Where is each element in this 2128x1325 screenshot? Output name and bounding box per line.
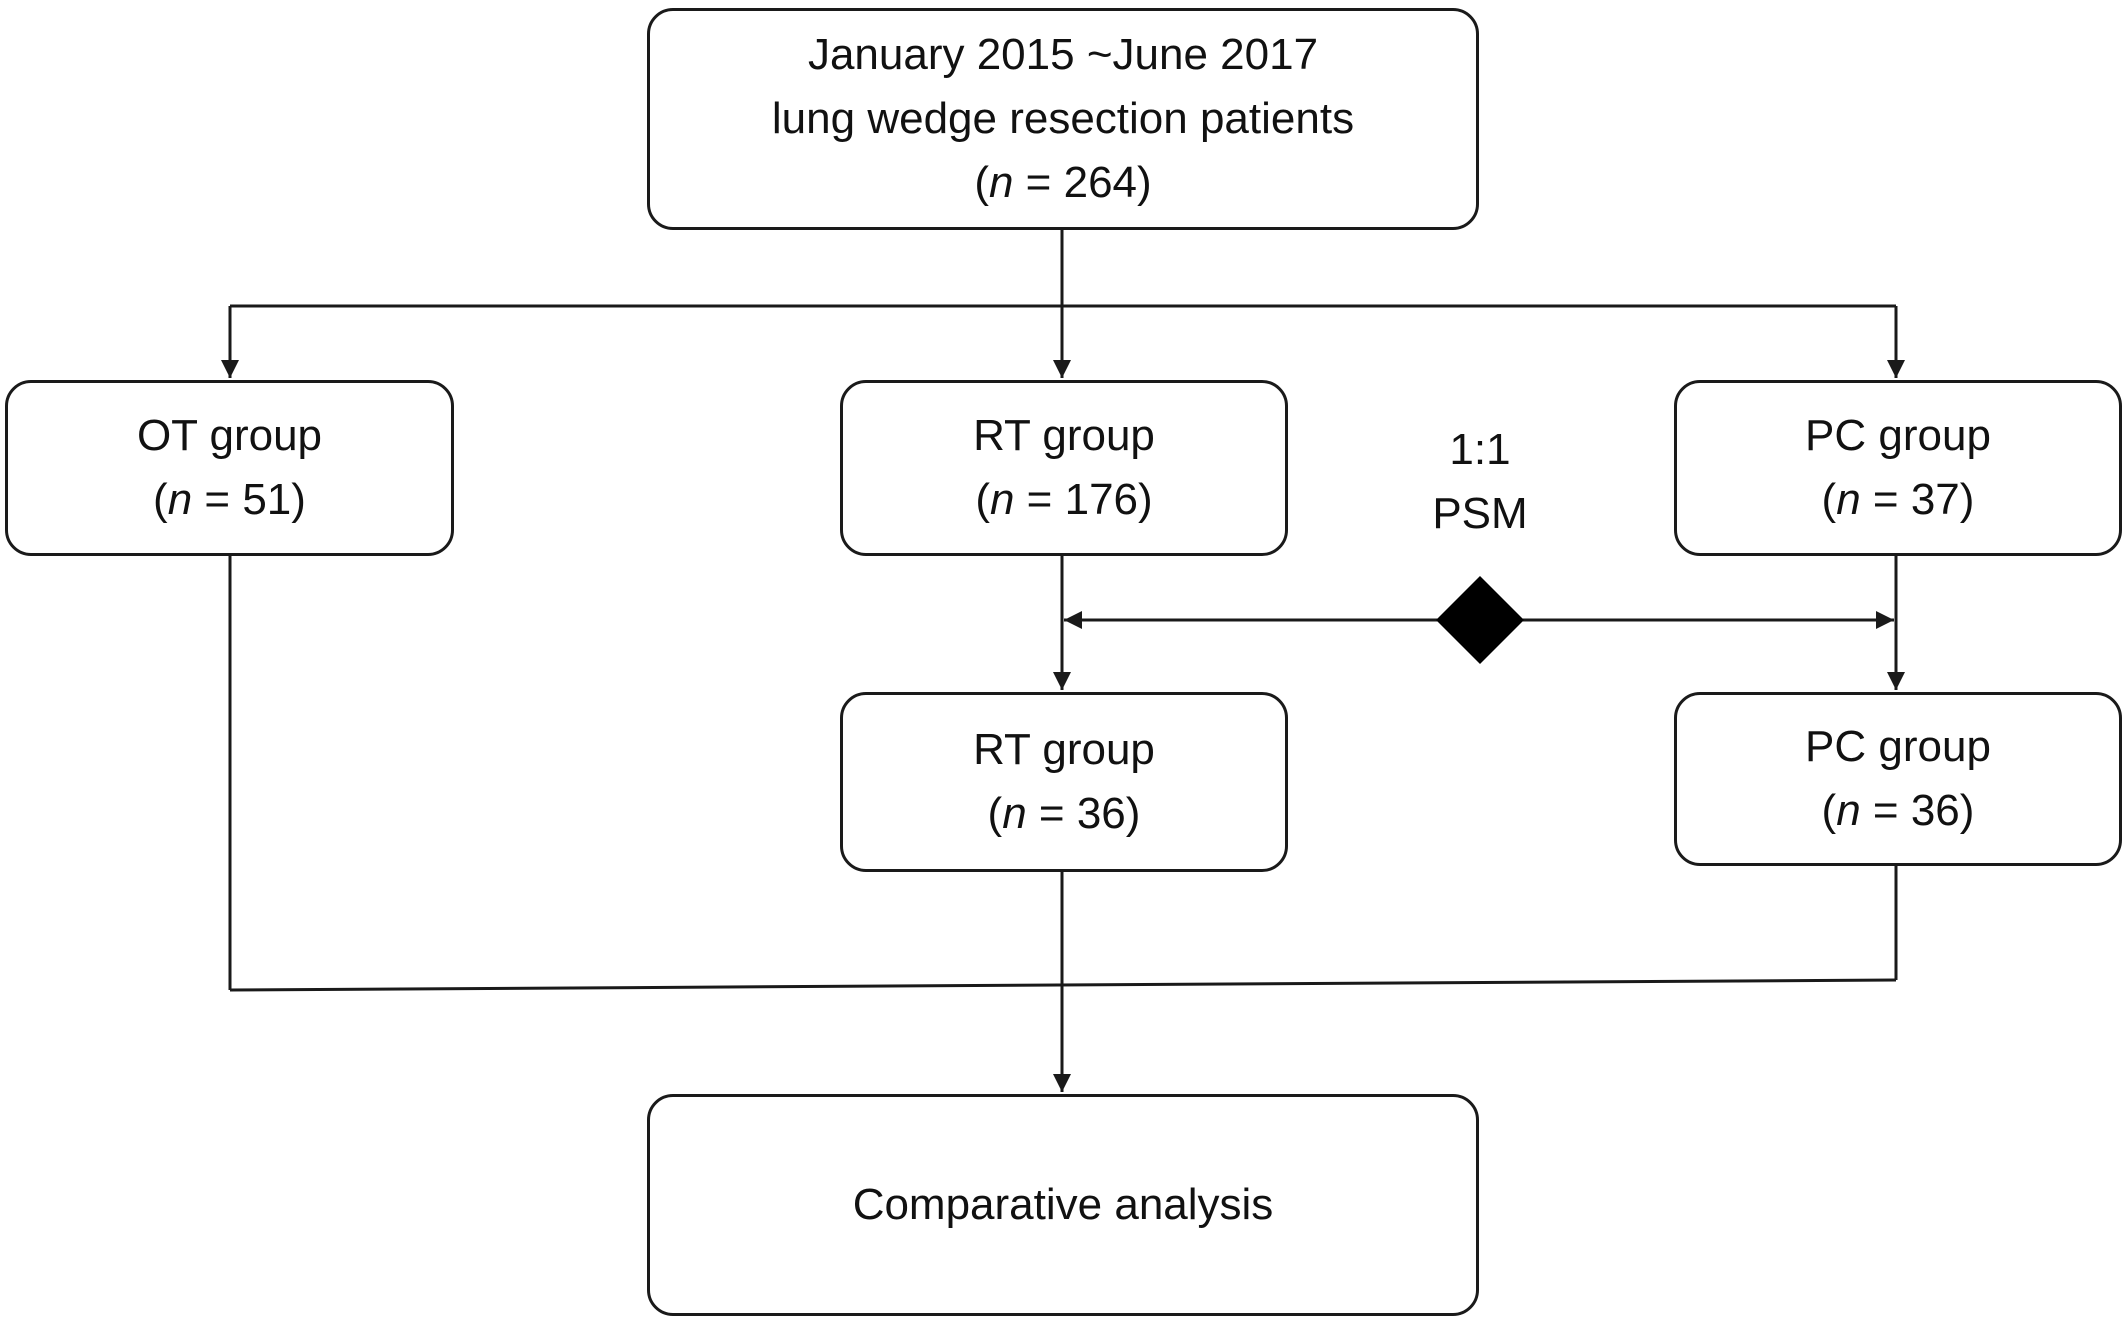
psm-label: 1:1 PSM <box>1380 418 1580 546</box>
rt-matched-title: RT group <box>973 725 1155 774</box>
pc-matched-count: (n = 36) <box>1821 786 1975 835</box>
ot-group-node: OT group (n = 51) <box>5 380 454 556</box>
analysis-title: Comparative analysis <box>852 1180 1274 1229</box>
root-node-line2: lung wedge resection patients <box>771 94 1355 143</box>
ot-group-count: (n = 51) <box>153 475 306 524</box>
rt-group-count: (n = 176) <box>975 475 1153 524</box>
rt-group-title: RT group <box>973 411 1155 460</box>
root-node-line1: January 2015 ~June 2017 <box>807 30 1319 79</box>
pc-matched-title: PC group <box>1805 722 1991 771</box>
rt-matched-node: RT group (n = 36) <box>840 692 1288 872</box>
ot-group-title: OT group <box>136 411 323 460</box>
pc-group-title: PC group <box>1805 411 1991 460</box>
psm-ratio: 1:1 <box>1449 425 1511 474</box>
root-node-count: (n = 264) <box>974 158 1152 207</box>
psm-diamond <box>1436 576 1524 664</box>
analysis-node: Comparative analysis <box>647 1094 1479 1316</box>
rt-group-node: RT group (n = 176) <box>840 380 1288 556</box>
pc-group-count: (n = 37) <box>1821 475 1975 524</box>
root-node: January 2015 ~June 2017 lung wedge resec… <box>647 8 1479 230</box>
rt-matched-count: (n = 36) <box>987 789 1141 838</box>
psm-method: PSM <box>1432 489 1528 538</box>
pc-matched-node: PC group (n = 36) <box>1674 692 2122 866</box>
pc-group-node: PC group (n = 37) <box>1674 380 2122 556</box>
